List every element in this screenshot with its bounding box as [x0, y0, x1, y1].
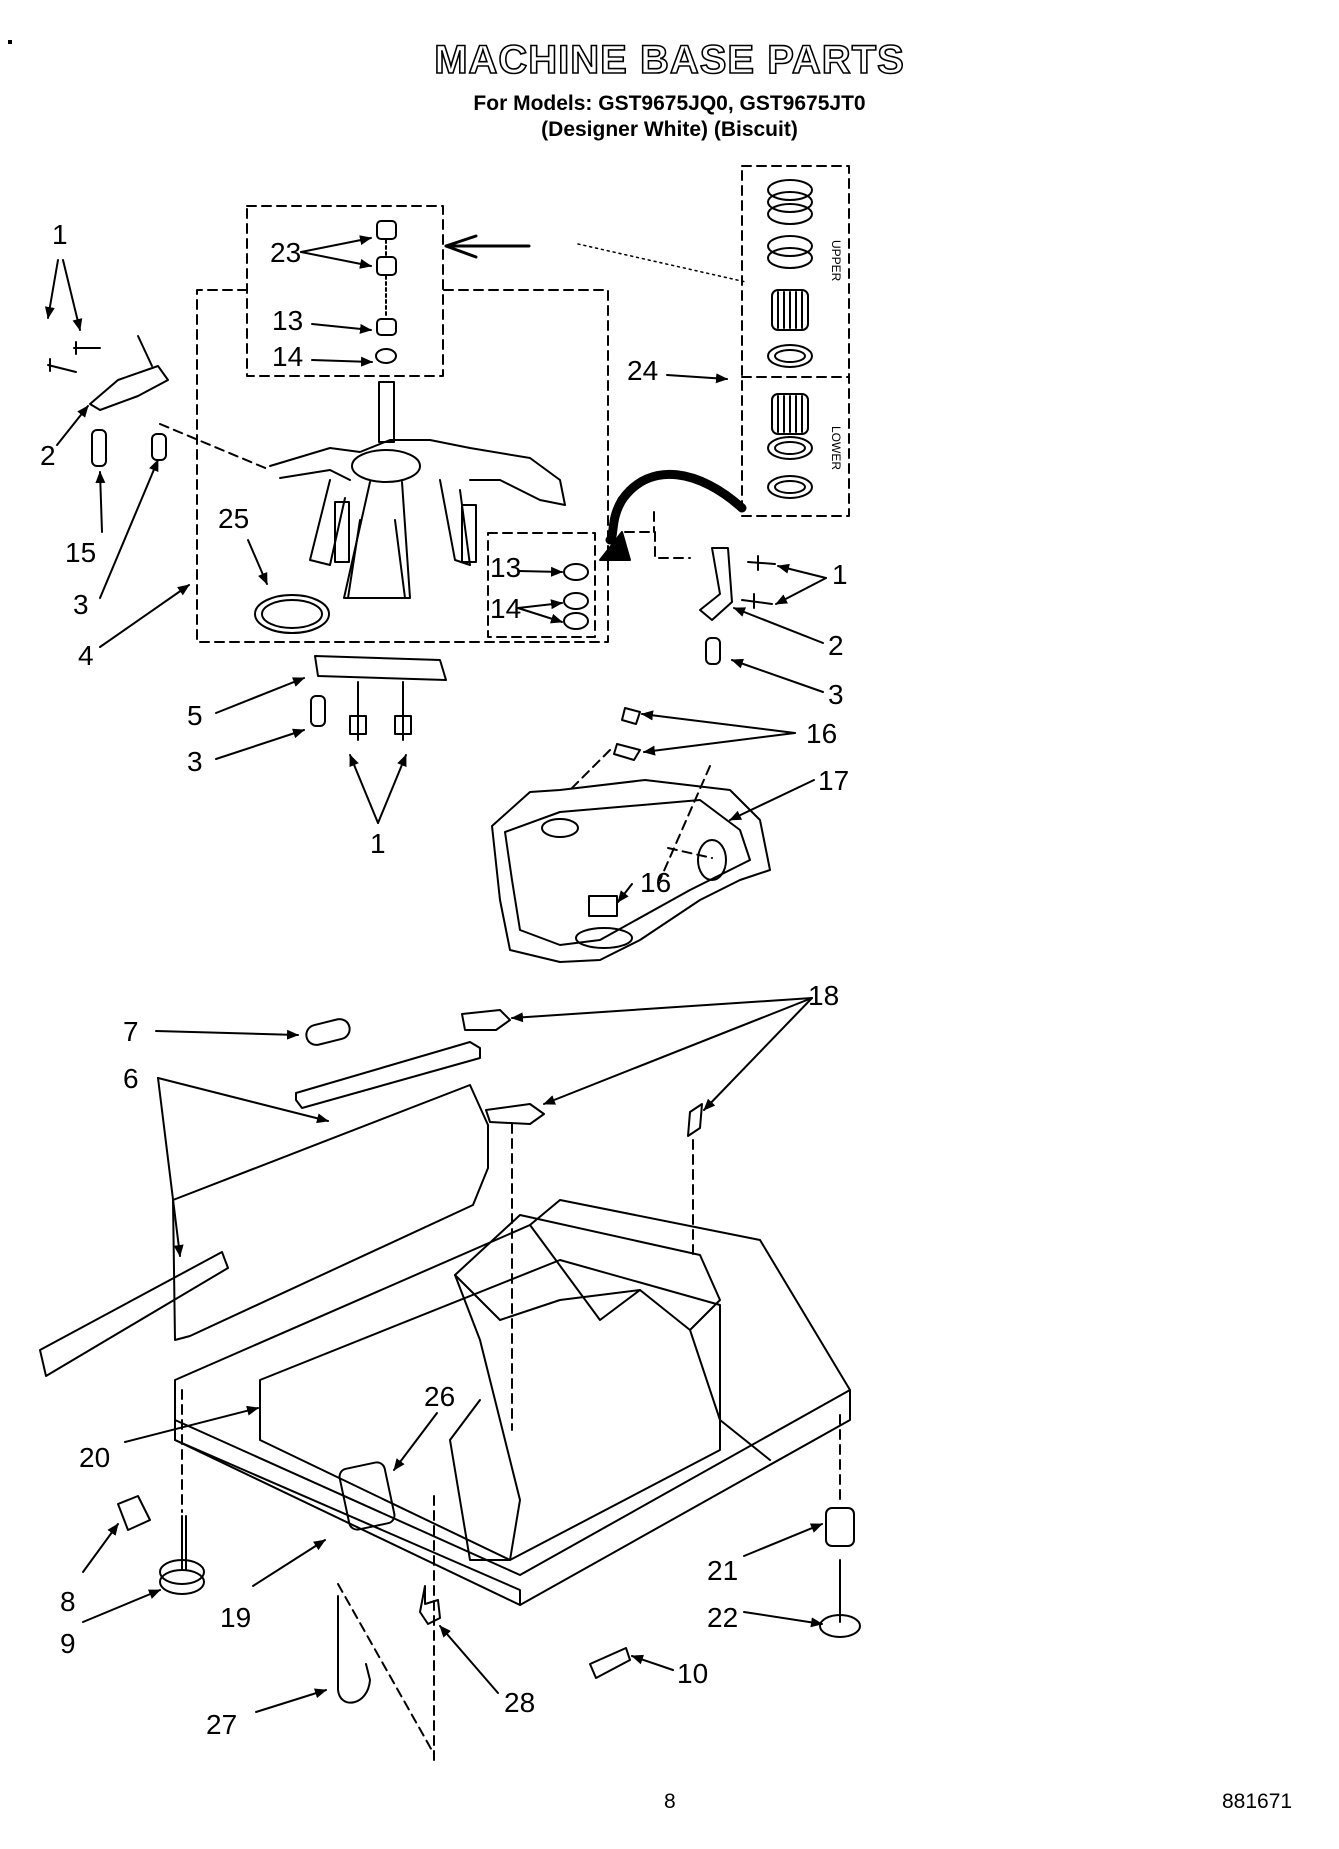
callout-5: 5: [187, 700, 203, 731]
callout-10: 10: [677, 1658, 708, 1689]
corner-mark: [8, 40, 12, 44]
callout-24: 24: [627, 355, 658, 386]
upper-bearing-set: [767, 179, 813, 368]
hook: [337, 1595, 371, 1704]
lower-bracket: [310, 655, 447, 741]
spring: [305, 1018, 351, 1046]
callout-23: 23: [270, 237, 301, 268]
callout-16-lower: 16: [640, 867, 671, 898]
callout-2: 2: [40, 440, 56, 471]
callout-2-right: 2: [828, 630, 844, 661]
callout-3-bottom: 3: [187, 746, 203, 777]
model-colors: (Designer White) (Biscuit): [541, 118, 798, 141]
upper-label: UPPER: [829, 240, 843, 282]
callout-labels: 1 2 15 3 4 25 23 13 14 24 13 14 1 2 3 5 …: [40, 219, 849, 1740]
callout-18: 18: [808, 980, 839, 1011]
tub-seal: [254, 594, 330, 634]
lower-bearing-set: [767, 393, 813, 499]
lower-label: LOWER: [829, 426, 843, 470]
callout-6: 6: [123, 1063, 139, 1094]
callout-3: 3: [73, 589, 89, 620]
page-number: 8: [664, 1790, 676, 1813]
callout-1-bottom: 1: [370, 828, 386, 859]
machine-base: [172, 1084, 851, 1606]
bearing-kit-inset: [741, 165, 850, 517]
callout-1: 1: [52, 219, 68, 250]
callout-28: 28: [504, 1687, 535, 1718]
callout-14-lower: 14: [490, 593, 521, 624]
leveling-foot-left: [117, 1389, 205, 1595]
callout-25: 25: [218, 503, 249, 534]
callout-14: 14: [272, 341, 303, 372]
leveling-foot-right: [819, 1414, 861, 1638]
callout-1-right: 1: [832, 559, 848, 590]
callout-26: 26: [424, 1381, 455, 1412]
bearing-stack: [375, 220, 397, 443]
bearing-group-box: [196, 205, 609, 643]
bearing-curved-arrow: [605, 469, 747, 545]
model-numbers: For Models: GST9675JQ0, GST9675JT0: [473, 92, 866, 115]
callout-21: 21: [707, 1555, 738, 1586]
callout-22: 22: [707, 1602, 738, 1633]
callout-17: 17: [818, 765, 849, 796]
callout-3-right: 3: [828, 679, 844, 710]
right-damper-bracket: [699, 547, 776, 665]
callout-13-lower: 13: [490, 552, 521, 583]
callout-4: 4: [78, 640, 94, 671]
document-number: 881671: [1222, 1790, 1293, 1813]
callout-15: 15: [65, 537, 96, 568]
callout-13: 13: [272, 305, 303, 336]
callout-27: 27: [206, 1709, 237, 1740]
callout-7: 7: [123, 1016, 139, 1047]
leader-lines: [44, 235, 827, 1713]
left-damper-bracket: [47, 335, 169, 467]
suspension-frame: [491, 779, 771, 963]
callout-19: 19: [220, 1602, 251, 1633]
callout-8: 8: [60, 1586, 76, 1617]
callout-9: 9: [60, 1628, 76, 1659]
callout-16: 16: [806, 718, 837, 749]
clip: [589, 1647, 631, 1679]
callout-20: 20: [79, 1442, 110, 1473]
page-title: MACHINE BASE PARTS: [433, 37, 905, 83]
tripod-spider-assembly: [269, 439, 566, 599]
